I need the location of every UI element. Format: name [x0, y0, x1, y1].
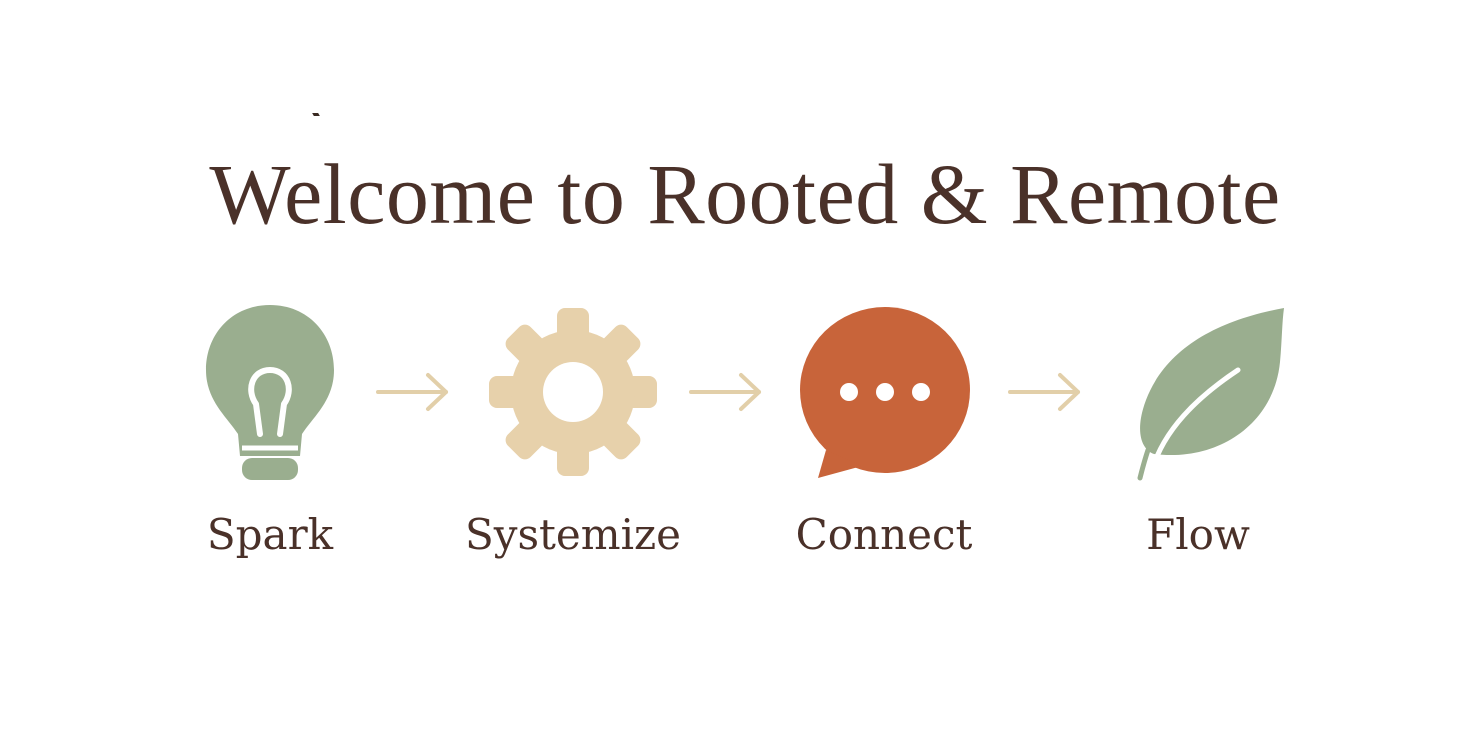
gear-shape: [489, 308, 657, 476]
chat-bubble-shape: [800, 307, 970, 478]
lightbulb-icon: [206, 305, 334, 480]
gear-hole: [543, 362, 603, 422]
lightbulb-shape: [206, 305, 334, 480]
step-label-spark: Spark: [206, 510, 334, 559]
leaf-vein: [1149, 367, 1241, 473]
arrow-right-icon: [376, 373, 448, 411]
leaf-stem: [1137, 447, 1151, 481]
chat-dot: [912, 383, 930, 401]
lightbulb-filament: [248, 367, 292, 437]
arrow-right-icon: [689, 373, 761, 411]
step-systemize: Systemize: [443, 300, 703, 570]
step-spark: Spark: [140, 300, 400, 570]
step-label-flow: Flow: [1146, 510, 1250, 559]
chat-dot: [840, 383, 858, 401]
step-connect: Connect: [754, 300, 1014, 570]
leaf-icon: [1137, 308, 1284, 481]
leaf-shape: [1137, 308, 1284, 481]
chat-dot: [876, 383, 894, 401]
lightbulb-body: [206, 305, 334, 456]
page-title: Welcome to Rooted & Remote: [209, 146, 1281, 242]
arrow-right-icon: [1008, 373, 1080, 411]
gear-icon: [489, 308, 657, 476]
chat-bubble-icon: [800, 307, 970, 478]
step-flow: Flow: [1068, 300, 1328, 570]
lightbulb-base: [242, 458, 298, 480]
step-label-systemize: Systemize: [464, 510, 682, 559]
stray-mark: [312, 113, 320, 116]
step-label-connect: Connect: [795, 510, 973, 559]
